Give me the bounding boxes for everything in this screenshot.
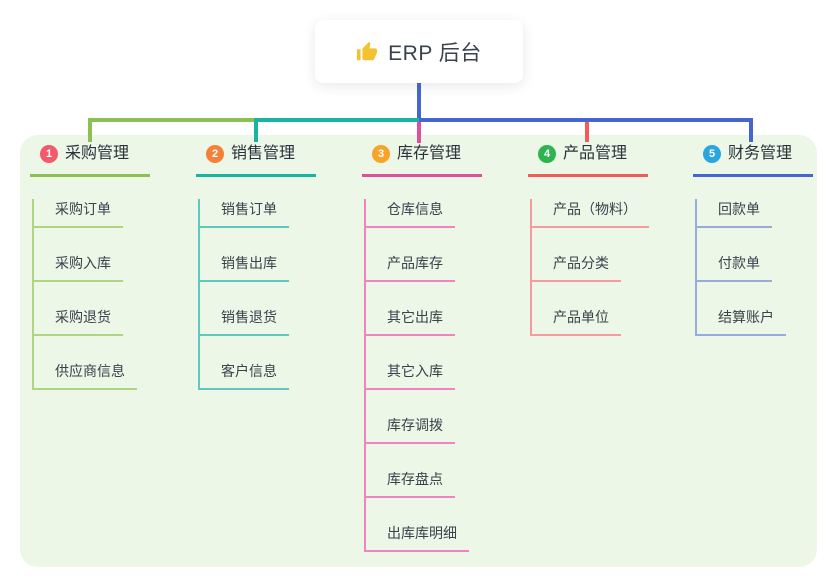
branch-number-badge: 4 [538, 145, 556, 163]
child-node: 其它出库 [366, 307, 469, 336]
child-label[interactable]: 销售退货 [200, 307, 289, 336]
branch-children: 销售订单销售出库销售退货客户信息 [198, 199, 289, 390]
child-label[interactable]: 销售出库 [200, 253, 289, 282]
child-label[interactable]: 付款单 [697, 253, 772, 282]
branch-children: 采购订单采购入库采购退货供应商信息 [32, 199, 137, 390]
child-node: 结算账户 [697, 307, 786, 336]
child-node: 其它入库 [366, 361, 469, 390]
connector-line [88, 118, 256, 122]
branch-number-badge: 2 [206, 145, 224, 163]
branch-label: 采购管理 [65, 145, 130, 162]
child-label[interactable]: 库存盘点 [366, 469, 455, 498]
branch-children: 回款单付款单结算账户 [695, 199, 786, 336]
branch-3: 3 库存管理 仓库信息产品库存其它出库其它入库库存调拨库存盘点出库库明细 [362, 143, 482, 552]
child-label[interactable]: 产品库存 [366, 253, 455, 282]
child-label[interactable]: 出库库明细 [366, 523, 469, 552]
child-node: 回款单 [697, 199, 786, 228]
thumbs-up-icon [356, 41, 378, 63]
root-title: ERP 后台 [388, 41, 482, 65]
child-label[interactable]: 库存调拨 [366, 415, 455, 444]
connector-line [254, 118, 419, 122]
child-node: 产品（物料） [532, 199, 649, 228]
branch-header-5[interactable]: 5 财务管理 [693, 143, 813, 177]
connector-line [417, 83, 421, 120]
branch-children: 仓库信息产品库存其它出库其它入库库存调拨库存盘点出库库明细 [364, 199, 469, 552]
branch-header-1[interactable]: 1 采购管理 [30, 143, 150, 177]
child-label[interactable]: 回款单 [697, 199, 772, 228]
child-node: 采购订单 [34, 199, 137, 228]
child-node: 供应商信息 [34, 361, 137, 390]
child-label[interactable]: 产品分类 [532, 253, 621, 282]
connector-line [254, 122, 258, 142]
child-label[interactable]: 采购入库 [34, 253, 123, 282]
branch-children: 产品（物料） 产品分类产品单位 [530, 199, 649, 336]
child-node: 采购入库 [34, 253, 137, 282]
branch-label: 财务管理 [728, 145, 793, 162]
child-node: 仓库信息 [366, 199, 469, 228]
child-label[interactable]: 采购订单 [34, 199, 123, 228]
child-node: 产品单位 [532, 307, 649, 336]
child-node: 客户信息 [200, 361, 289, 390]
connector-line [585, 122, 589, 142]
branch-header-4[interactable]: 4 产品管理 [528, 143, 648, 177]
child-node: 产品库存 [366, 253, 469, 282]
branch-header-2[interactable]: 2 销售管理 [196, 143, 316, 177]
child-label[interactable]: 结算账户 [697, 307, 786, 336]
child-label[interactable]: 其它出库 [366, 307, 455, 336]
connector-line [749, 122, 753, 142]
child-node: 库存调拨 [366, 415, 469, 444]
branch-number-badge: 1 [40, 145, 58, 163]
child-node: 采购退货 [34, 307, 137, 336]
child-node: 出库库明细 [366, 523, 469, 552]
branch-number-badge: 3 [372, 145, 390, 163]
child-node: 销售出库 [200, 253, 289, 282]
child-node: 销售订单 [200, 199, 289, 228]
branch-2: 2 销售管理 销售订单销售出库销售退货客户信息 [196, 143, 316, 390]
child-node: 产品分类 [532, 253, 649, 282]
child-label[interactable]: 销售订单 [200, 199, 289, 228]
connector-line [88, 122, 92, 142]
branch-5: 5 财务管理 回款单付款单结算账户 [693, 143, 813, 336]
branches-panel [20, 135, 817, 567]
child-label[interactable]: 采购退货 [34, 307, 123, 336]
child-label[interactable]: 仓库信息 [366, 199, 455, 228]
child-node: 库存盘点 [366, 469, 469, 498]
child-label[interactable]: 产品（物料） [532, 199, 649, 228]
child-label[interactable]: 其它入库 [366, 361, 455, 390]
connector-line [419, 118, 753, 122]
branch-label: 销售管理 [231, 145, 296, 162]
child-node: 付款单 [697, 253, 786, 282]
branch-header-3[interactable]: 3 库存管理 [362, 143, 482, 177]
connector-line [417, 122, 421, 143]
child-node: 销售退货 [200, 307, 289, 336]
child-label[interactable]: 供应商信息 [34, 361, 137, 390]
branch-4: 4 产品管理 产品（物料） 产品分类产品单位 [528, 143, 649, 336]
branch-label: 库存管理 [397, 145, 462, 162]
child-label[interactable]: 产品单位 [532, 307, 621, 336]
branch-label: 产品管理 [563, 145, 628, 162]
root-node[interactable]: ERP 后台 [315, 20, 523, 83]
branch-1: 1 采购管理 采购订单采购入库采购退货供应商信息 [30, 143, 150, 390]
branch-number-badge: 5 [703, 145, 721, 163]
child-label[interactable]: 客户信息 [200, 361, 289, 390]
